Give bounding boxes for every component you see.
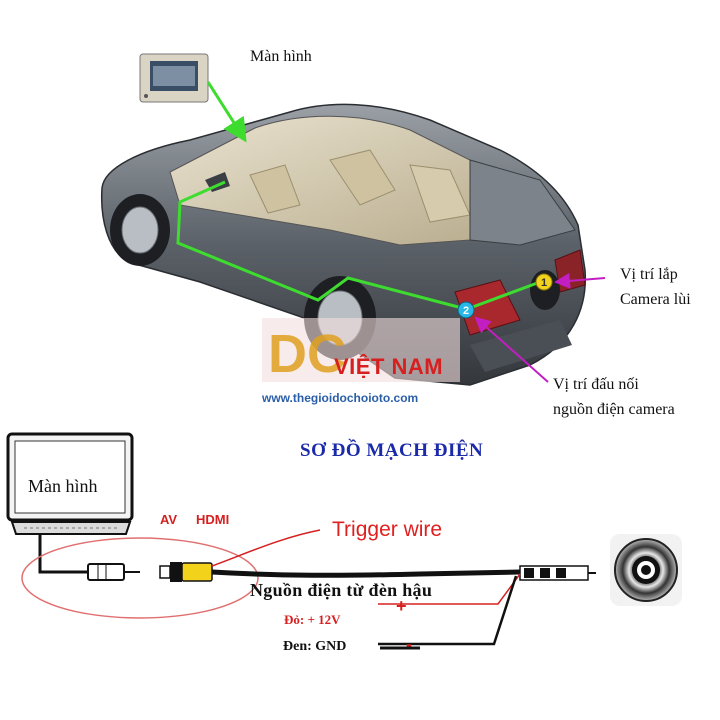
logo-letters: DC (268, 324, 346, 384)
monitor-to-dash-line (206, 81, 247, 143)
av-label: AV (160, 512, 178, 527)
camera-position-line2: Camera lùi (620, 291, 691, 308)
cabin-route-line (176, 180, 463, 310)
power-position-label: Vị trí đấu nối nguồn điện camera (553, 372, 675, 422)
wiring-schematic (6, 432, 682, 650)
camera-position-label: Vị trí lắp Camera lùi (620, 262, 691, 312)
monitor-label: Màn hình (250, 48, 312, 65)
hdmi-label: HDMI (196, 512, 230, 527)
marker-camera: 1 (535, 273, 553, 291)
power-position-line1: Vị trí đấu nối (553, 376, 639, 393)
black-wire-label: Đen: GND (283, 639, 347, 654)
marker-power: 2 (457, 301, 475, 319)
camera-lens (610, 534, 682, 606)
power-pointer-arrow (474, 316, 549, 383)
camera-position-line1: Vị trí lắp (620, 266, 678, 283)
logo-text: VIỆT NAM (334, 354, 444, 379)
monitor-screen-label: Màn hình (28, 476, 98, 496)
plus-sign: + (396, 596, 407, 616)
brand-logo: DC (262, 318, 460, 384)
camera-pointer-arrow (554, 272, 606, 289)
trigger-wire-label: Trigger wire (332, 518, 443, 541)
website-link[interactable]: www.thegioidochoioto.com (262, 391, 419, 405)
power-position-line2: nguồn điện camera (553, 401, 675, 418)
trunk-route-line (469, 280, 541, 310)
minus-sign: - (406, 634, 412, 654)
red-wire-label: Đỏ: + 12V (284, 612, 341, 627)
wiring-route (176, 81, 541, 310)
diagram-title: SƠ ĐỒ MẠCH ĐIỆN (300, 440, 484, 461)
marker-2-label: 2 (463, 305, 469, 317)
monitor-device (6, 432, 134, 535)
power-source-label: Nguồn điện từ đèn hậu (250, 580, 433, 600)
monitor-thumbnail (139, 53, 209, 103)
marker-1-label: 1 (541, 277, 547, 289)
